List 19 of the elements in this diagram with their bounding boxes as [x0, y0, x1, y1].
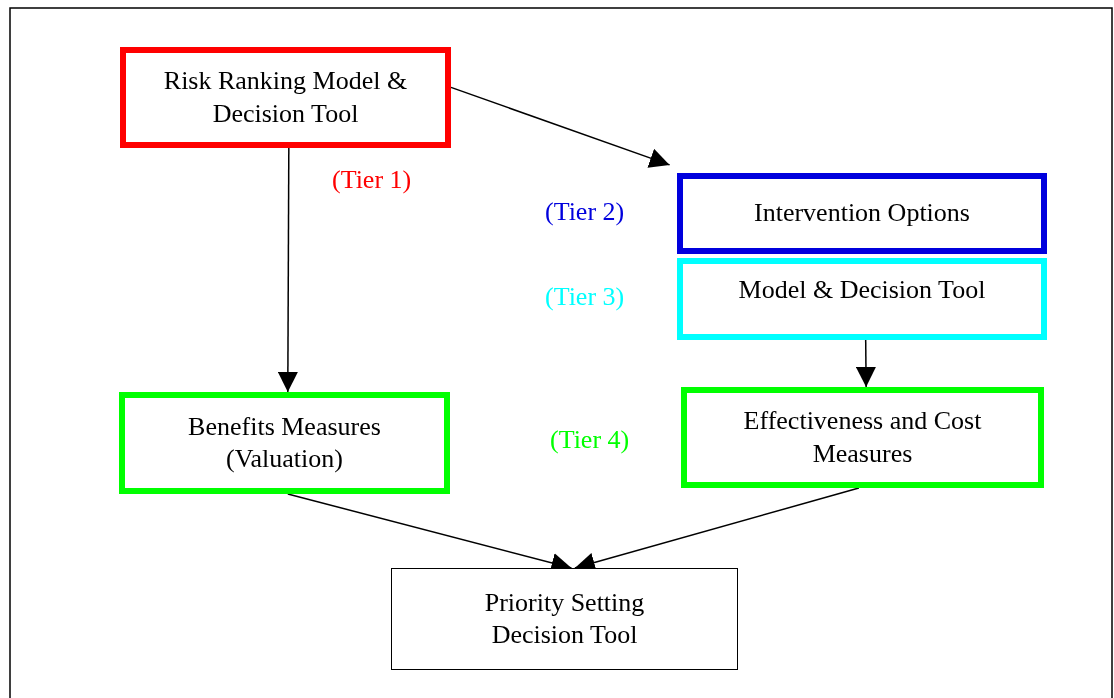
process-box [119, 392, 450, 494]
box-label: Model & Decision Tool [738, 273, 986, 306]
arrow [450, 86, 671, 168]
tier-label: (Tier 2) [545, 197, 625, 227]
process-box [681, 387, 1044, 488]
arrow [277, 147, 298, 393]
box-label: Intervention Options [754, 197, 970, 230]
arrow [855, 339, 876, 388]
process-box [391, 568, 738, 670]
box-label: Effectiveness and Cost Measures [742, 405, 983, 470]
box-label: Priority Setting Decision Tool [483, 586, 646, 651]
box-label: Risk Ranking Model & Decision Tool [162, 65, 409, 130]
process-box [677, 258, 1047, 340]
process-box [677, 173, 1047, 254]
tier-label: (Tier 4) [550, 425, 630, 455]
tier-label: (Tier 1) [332, 165, 412, 195]
tier-label: (Tier 3) [545, 282, 625, 312]
box-label: Benefits Measures (Valuation) [187, 410, 382, 475]
process-box [120, 47, 451, 148]
